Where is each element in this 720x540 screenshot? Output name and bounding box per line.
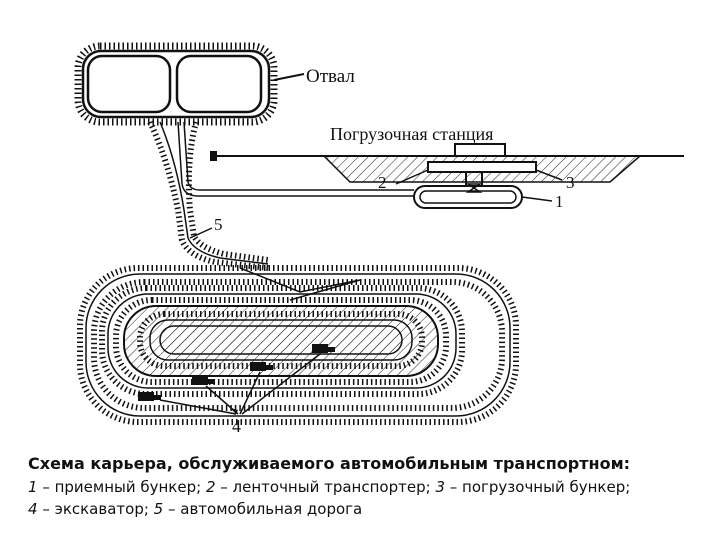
caption-num: 1: [28, 478, 38, 496]
label-3: 3: [566, 173, 575, 192]
dump-label: Отвал: [306, 66, 355, 87]
caption-line-1: 1 – приемный бункер; 2 – ленточный транс…: [28, 476, 708, 498]
caption-num: 3: [435, 478, 445, 496]
caption-text: – экскаватор;: [37, 500, 154, 518]
excavator-1: [138, 392, 161, 401]
caption-num: 4: [28, 500, 38, 518]
dump-area: [74, 42, 305, 126]
caption-text: – погрузочный бункер;: [444, 478, 631, 496]
caption-text: – приемный бункер;: [37, 478, 206, 496]
loading-station: [210, 143, 684, 193]
label-5: 5: [214, 215, 223, 234]
excavator-2: [192, 376, 215, 385]
caption-text: – автомобильная дорога: [163, 500, 363, 518]
caption-num: 5: [153, 500, 164, 518]
caption-text: – ленточный транспортер;: [215, 478, 436, 496]
quarry-diagram: Отвал Погрузочная станция 2 3 1 5 4: [74, 42, 684, 436]
label-4: 4: [232, 416, 241, 436]
caption-title: Схема карьера, обслуживаемого автомобиль…: [28, 454, 631, 473]
access-road: [147, 120, 269, 271]
conveyor-line: [177, 121, 553, 209]
quarry-pit: [77, 265, 519, 425]
caption-num: 2: [205, 478, 216, 496]
excavator-3: [250, 362, 273, 371]
caption: Схема карьера, обслуживаемого автомобиль…: [28, 452, 708, 520]
label-2: 2: [378, 173, 387, 192]
caption-line-2: 4 – экскаватор; 5 – автомобильная дорога: [28, 498, 708, 520]
label-1: 1: [555, 192, 564, 211]
excavator-4: [312, 344, 335, 353]
loading-station-label: Погрузочная станция: [330, 124, 493, 144]
excavators: [138, 344, 335, 415]
